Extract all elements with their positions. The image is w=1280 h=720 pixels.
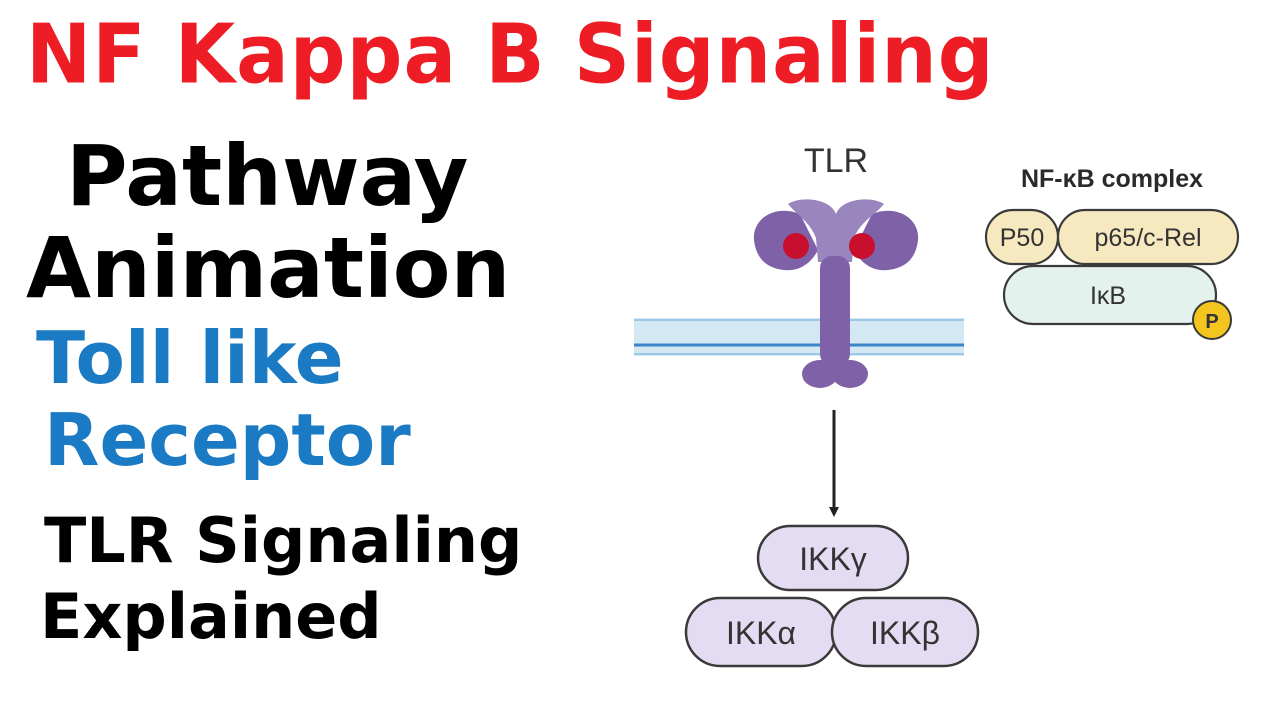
subtitle-tlr-signaling: TLR Signaling [44, 504, 523, 577]
tlr-label: TLR [804, 142, 868, 180]
p65-crel-node [1056, 208, 1240, 266]
subtitle-explained: Explained [40, 580, 382, 653]
subtitle-receptor: Receptor [44, 398, 411, 482]
ikk-complex: IKKγ IKKα IKKβ [684, 524, 980, 668]
title-main: NF Kappa B Signaling [26, 7, 995, 103]
subtitle-toll-like: Toll like [36, 316, 344, 400]
subtitle-animation: Animation [26, 219, 511, 317]
ikk-beta-label: IKKβ [870, 615, 940, 651]
p50-label: P50 [1000, 224, 1044, 252]
ikb-node [1002, 264, 1218, 326]
nfkb-complex: NF-κB complex IκB P50 p65/c-Rel P [984, 165, 1240, 340]
ikb-label: IκB [1090, 282, 1126, 310]
phosphate-label: P [1205, 311, 1218, 333]
nfkb-complex-title: NF-κB complex [1021, 165, 1203, 193]
ikk-alpha-label: IKKα [726, 615, 796, 651]
phosphate-icon [1192, 300, 1232, 340]
cell-membrane [634, 318, 964, 356]
tlr-receptor-icon [753, 199, 919, 388]
subtitle-pathway: Pathway [66, 127, 469, 225]
ikk-gamma-node [756, 524, 910, 592]
ligand-right-icon [849, 233, 875, 259]
ikk-beta-node [830, 596, 980, 668]
ligand-left-icon [783, 233, 809, 259]
ikk-gamma-label: IKKγ [799, 541, 867, 577]
p65-crel-label: p65/c-Rel [1095, 224, 1202, 252]
